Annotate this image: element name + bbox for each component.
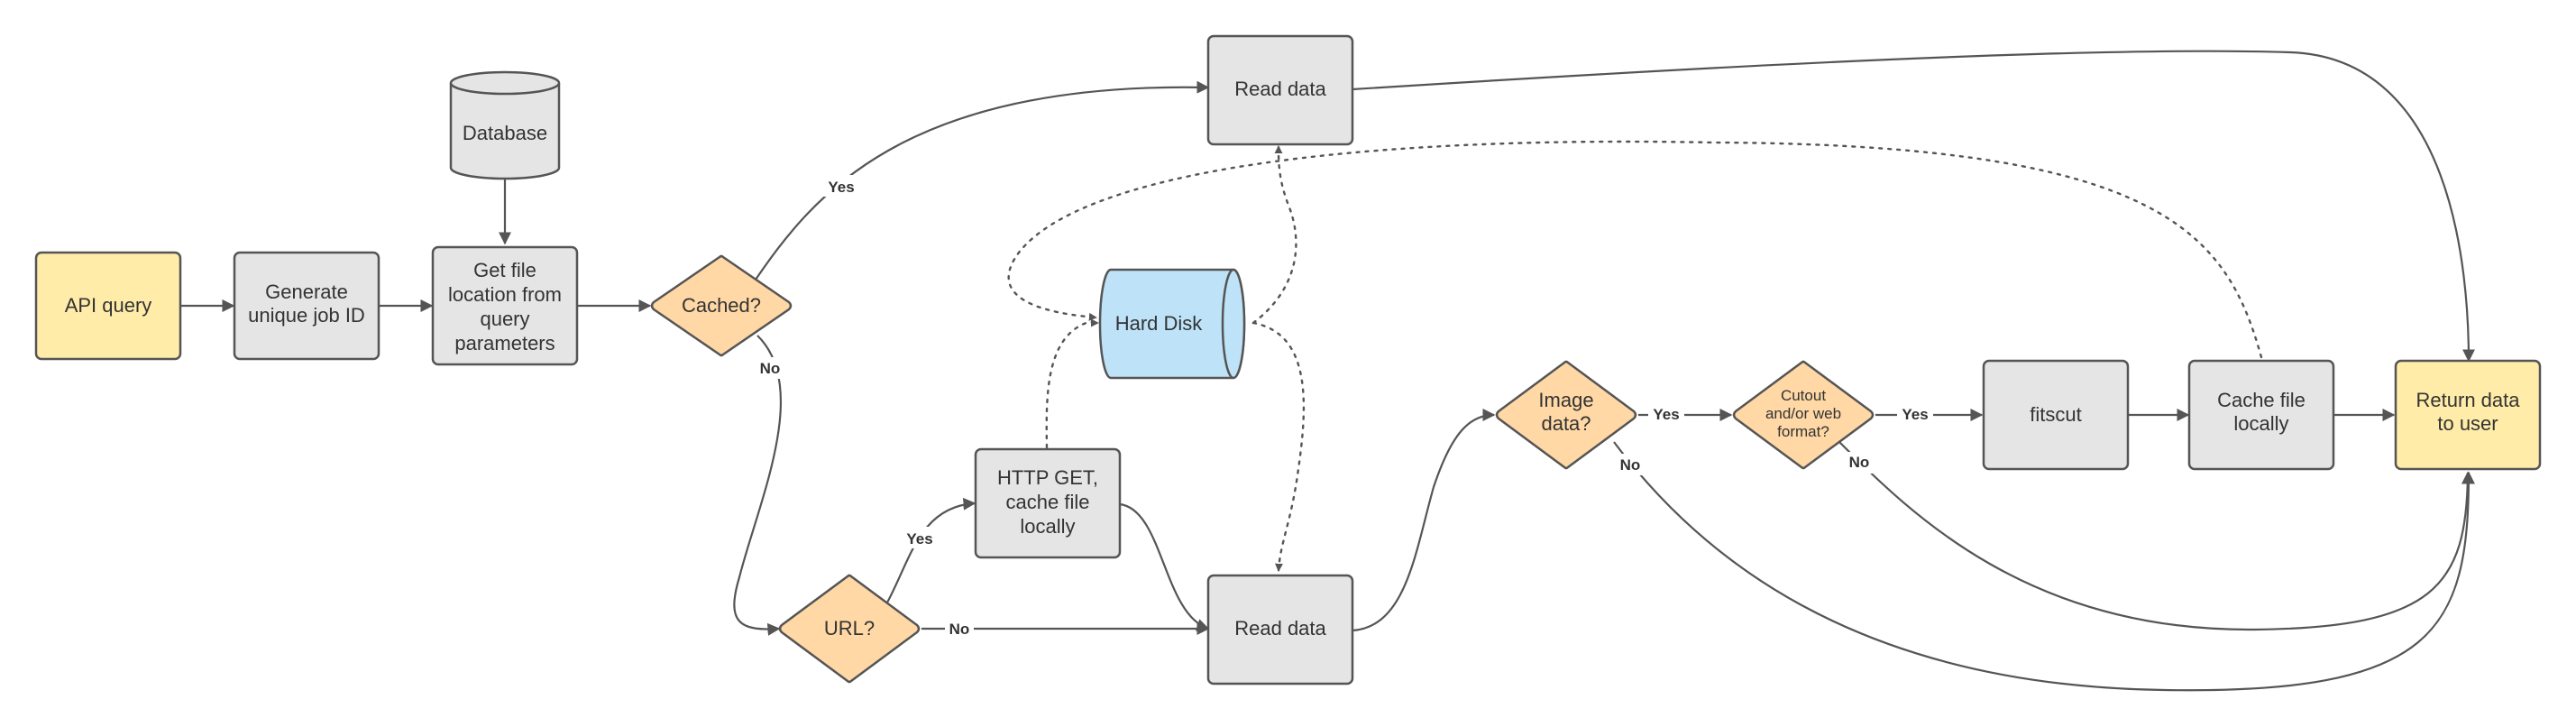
node-return-data-shape [2394,359,2542,471]
edge-readbottom-to-image [1352,409,1496,632]
node-get-file-location-line-1: Get file [473,259,536,281]
node-read-data-top: Read data [1206,34,1354,146]
node-http-get-line-3: locally [1020,515,1075,538]
edge-disk-to-readtop [1251,144,1297,325]
edge-readtop-to-return [1352,50,2475,363]
node-database: Database [449,70,561,180]
edge-label-cached-yes: Yes [828,179,854,196]
edge-cached-no-to-url [733,335,783,636]
edge-cache-to-disk [1007,140,2263,359]
node-database-top [449,70,561,96]
node-cache-file-locally-line-1: Cache file [2217,389,2306,411]
node-generate-job-id-shape [233,251,380,361]
edge-disk-to-readbottom [1251,321,1306,573]
node-return-data-line-1: Return data [2416,389,2521,411]
edge-label-cutout-yes: Yes [1902,406,1928,423]
node-get-file-location-line-3: query [480,308,529,330]
node-return-data-line-2: to user [2437,412,2498,435]
nodes: API query Generate unique job ID Get fil… [34,34,2542,686]
node-http-get-line-1: HTTP GET, [997,466,1098,489]
node-url-shape [778,574,921,684]
edge-labels: Yes No Yes No Yes No Yes No [756,175,1933,640]
node-api-query: API query [34,251,182,361]
edge-cutout-no-to-return [1838,441,2474,631]
node-database-label: Database [463,122,547,144]
node-api-query-shape [34,251,182,361]
edge-label-cached-no: No [760,360,781,377]
node-read-data-bottom-shape [1206,574,1354,686]
node-hard-disk-end [1221,268,1246,380]
node-get-file-location-shape [431,245,579,366]
edge-cached-yes-to-readtop [755,80,1210,281]
edge-http-to-readbottom [1119,502,1210,631]
node-http-get: HTTP GET, cache file locally [974,447,1122,559]
node-hard-disk: Hard Disk [1098,268,1246,380]
node-fitscut: fitscut [1982,359,2130,471]
node-cutout-shape [1732,360,1875,470]
edge-label-image-no: No [1620,456,1641,474]
edge-label-cutout-no: No [1849,454,1870,471]
node-read-data-top-shape [1206,34,1354,146]
node-return-data: Return data to user [2394,359,2542,471]
node-http-get-shape [974,447,1122,559]
node-image-data-decision: Image data? [1495,360,1637,470]
node-cached-label: Cached? [682,294,761,317]
node-api-query-label: API query [65,294,152,317]
node-cached-decision: Cached? [650,254,793,357]
node-url-decision: URL? [778,574,921,684]
edge-label-image-yes: Yes [1653,406,1679,423]
edge-url-yes-to-http [886,497,976,603]
node-cached-shape [650,254,793,357]
node-cutout-line-2: and/or web [1765,405,1841,422]
node-image-data-line-1: Image [1538,389,1593,411]
node-generate-job-id-line-1: Generate [265,281,348,303]
node-cache-file-locally-line-2: locally [2233,412,2288,435]
edge-label-url-no: No [949,621,970,638]
edge-http-to-disk [1045,318,1100,449]
edge-label-url-yes: Yes [906,530,932,548]
edge-image-no-to-return [1613,441,2475,692]
node-image-data-shape [1495,360,1637,470]
node-hard-disk-label: Hard Disk [1115,312,1204,335]
node-cutout-line-1: Cutout [1781,387,1826,404]
node-read-data-bottom-label: Read data [1234,617,1326,640]
node-generate-job-id-line-2: unique job ID [248,304,365,327]
node-image-data-line-2: data? [1541,412,1591,435]
node-url-label: URL? [824,617,875,640]
node-cutout-decision: Cutout and/or web format? [1732,360,1875,470]
node-generate-job-id: Generate unique job ID [233,251,380,361]
node-fitscut-shape [1982,359,2130,471]
node-fitscut-label: fitscut [2030,403,2081,426]
node-http-get-line-2: cache file [1006,491,1090,513]
node-read-data-bottom: Read data [1206,574,1354,686]
node-cache-file-locally-shape [2187,359,2335,471]
node-database-shape [449,83,561,180]
node-cutout-line-3: format? [1777,423,1829,440]
node-read-data-top-label: Read data [1234,78,1326,100]
node-get-file-location: Get file location from query parameters [431,245,579,366]
node-get-file-location-line-2: location from [448,283,562,306]
node-cache-file-locally: Cache file locally [2187,359,2335,471]
node-get-file-location-line-4: parameters [454,332,555,354]
